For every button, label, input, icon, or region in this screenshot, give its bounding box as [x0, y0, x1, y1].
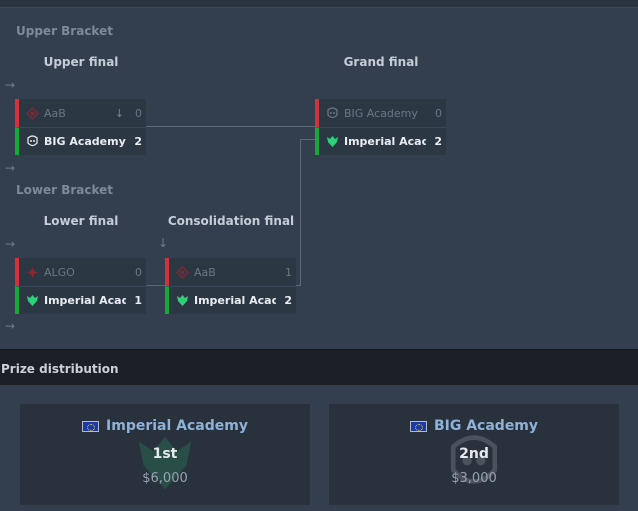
prize-team-name: Imperial Academy — [106, 418, 248, 434]
match-team-row[interactable]: Imperial Acade... 2 — [165, 286, 296, 314]
team-name: BIG Academy — [344, 106, 418, 120]
grand-final-match[interactable]: BIG Academy 0 Imperial Acade... 2 — [315, 99, 446, 155]
upper-final-match[interactable]: AaB ↓ 0 BIG Academy 2 — [15, 99, 146, 155]
top-strip — [0, 0, 638, 8]
lower-final-title: Lower final — [43, 214, 119, 228]
algo-logo-icon — [25, 265, 39, 279]
prize-distribution-title: Prize distribution — [1, 362, 119, 376]
prize-place: 1st — [152, 446, 178, 462]
team-score: 1 — [134, 294, 142, 307]
connector-line — [300, 139, 301, 285]
imperial-logo-icon — [175, 294, 189, 308]
eu-flag-icon — [82, 420, 100, 432]
match-team-row[interactable]: AaB ↓ 0 — [15, 99, 146, 127]
connector-line — [146, 285, 165, 286]
lower-final-match[interactable]: ALGO 0 Imperial Acade... 1 — [15, 258, 146, 314]
team-name: Imperial Acade... — [344, 135, 426, 148]
prize-amount: $3,000 — [451, 471, 497, 486]
team-score: 2 — [284, 294, 292, 307]
upper-bracket-title: Upper Bracket — [16, 24, 113, 38]
connector-line — [146, 126, 315, 127]
arrow-right-icon: → — [5, 237, 16, 251]
aab-logo-icon — [25, 106, 39, 120]
team-score: 0 — [135, 106, 142, 120]
arrow-down-icon: ↓ — [158, 236, 169, 250]
team-score: 0 — [135, 265, 142, 279]
grand-final-title: Grand final — [343, 55, 419, 69]
eu-flag-icon — [409, 420, 427, 432]
consolidation-final-match[interactable]: AaB 1 Imperial Acade... 2 — [165, 258, 296, 314]
prize-distribution-header: Prize distribution — [0, 349, 638, 385]
team-score: 0 — [435, 106, 442, 120]
upper-final-title: Upper final — [43, 55, 119, 69]
team-score: 2 — [134, 135, 142, 148]
aab-logo-icon — [175, 265, 189, 279]
prize-card-second[interactable]: BIG Academy 2nd $3,000 — [329, 404, 619, 505]
bracket-area: Upper Bracket Upper final Grand final → … — [0, 8, 638, 348]
prize-place: 2nd — [459, 446, 489, 462]
lower-bracket-title: Lower Bracket — [16, 183, 114, 197]
match-team-row[interactable]: BIG Academy 2 — [15, 127, 146, 155]
big-academy-watermark-icon — [444, 432, 504, 498]
match-team-row[interactable]: Imperial Acade... 1 — [15, 286, 146, 314]
prize-distribution-body: Imperial Academy 1st $6,000 BIG Academy … — [0, 385, 638, 511]
arrow-right-icon: → — [5, 161, 16, 175]
team-name: Imperial Acade... — [44, 294, 126, 307]
imperial-logo-icon — [325, 135, 339, 149]
prize-card-first[interactable]: Imperial Academy 1st $6,000 — [20, 404, 310, 505]
big-academy-logo-icon — [325, 106, 339, 120]
team-name: Imperial Acade... — [194, 294, 276, 307]
match-team-row[interactable]: AaB 1 — [165, 258, 296, 286]
team-name: BIG Academy — [44, 135, 126, 148]
prize-amount: $6,000 — [142, 471, 188, 486]
connector-line — [300, 139, 315, 140]
match-team-row[interactable]: ALGO 0 — [15, 258, 146, 286]
big-academy-logo-icon — [25, 135, 39, 149]
arrow-down-icon: ↓ — [114, 106, 124, 120]
arrow-right-icon: → — [5, 319, 16, 333]
prize-team[interactable]: Imperial Academy — [20, 418, 310, 434]
team-name: ALGO — [44, 265, 75, 279]
team-score: 2 — [434, 135, 442, 148]
match-team-row[interactable]: BIG Academy 0 — [315, 99, 446, 127]
imperial-watermark-icon — [134, 432, 196, 498]
imperial-logo-icon — [25, 294, 39, 308]
prize-team-name: BIG Academy — [433, 418, 539, 434]
team-name: AaB — [194, 265, 216, 279]
connector-line — [296, 285, 301, 286]
team-score: 1 — [285, 265, 292, 279]
consolidation-final-title: Consolidation final — [167, 214, 295, 228]
match-team-row[interactable]: Imperial Acade... 2 — [315, 127, 446, 155]
team-name: AaB — [44, 106, 66, 120]
arrow-right-icon: → — [5, 78, 16, 92]
prize-team[interactable]: BIG Academy — [329, 418, 619, 434]
